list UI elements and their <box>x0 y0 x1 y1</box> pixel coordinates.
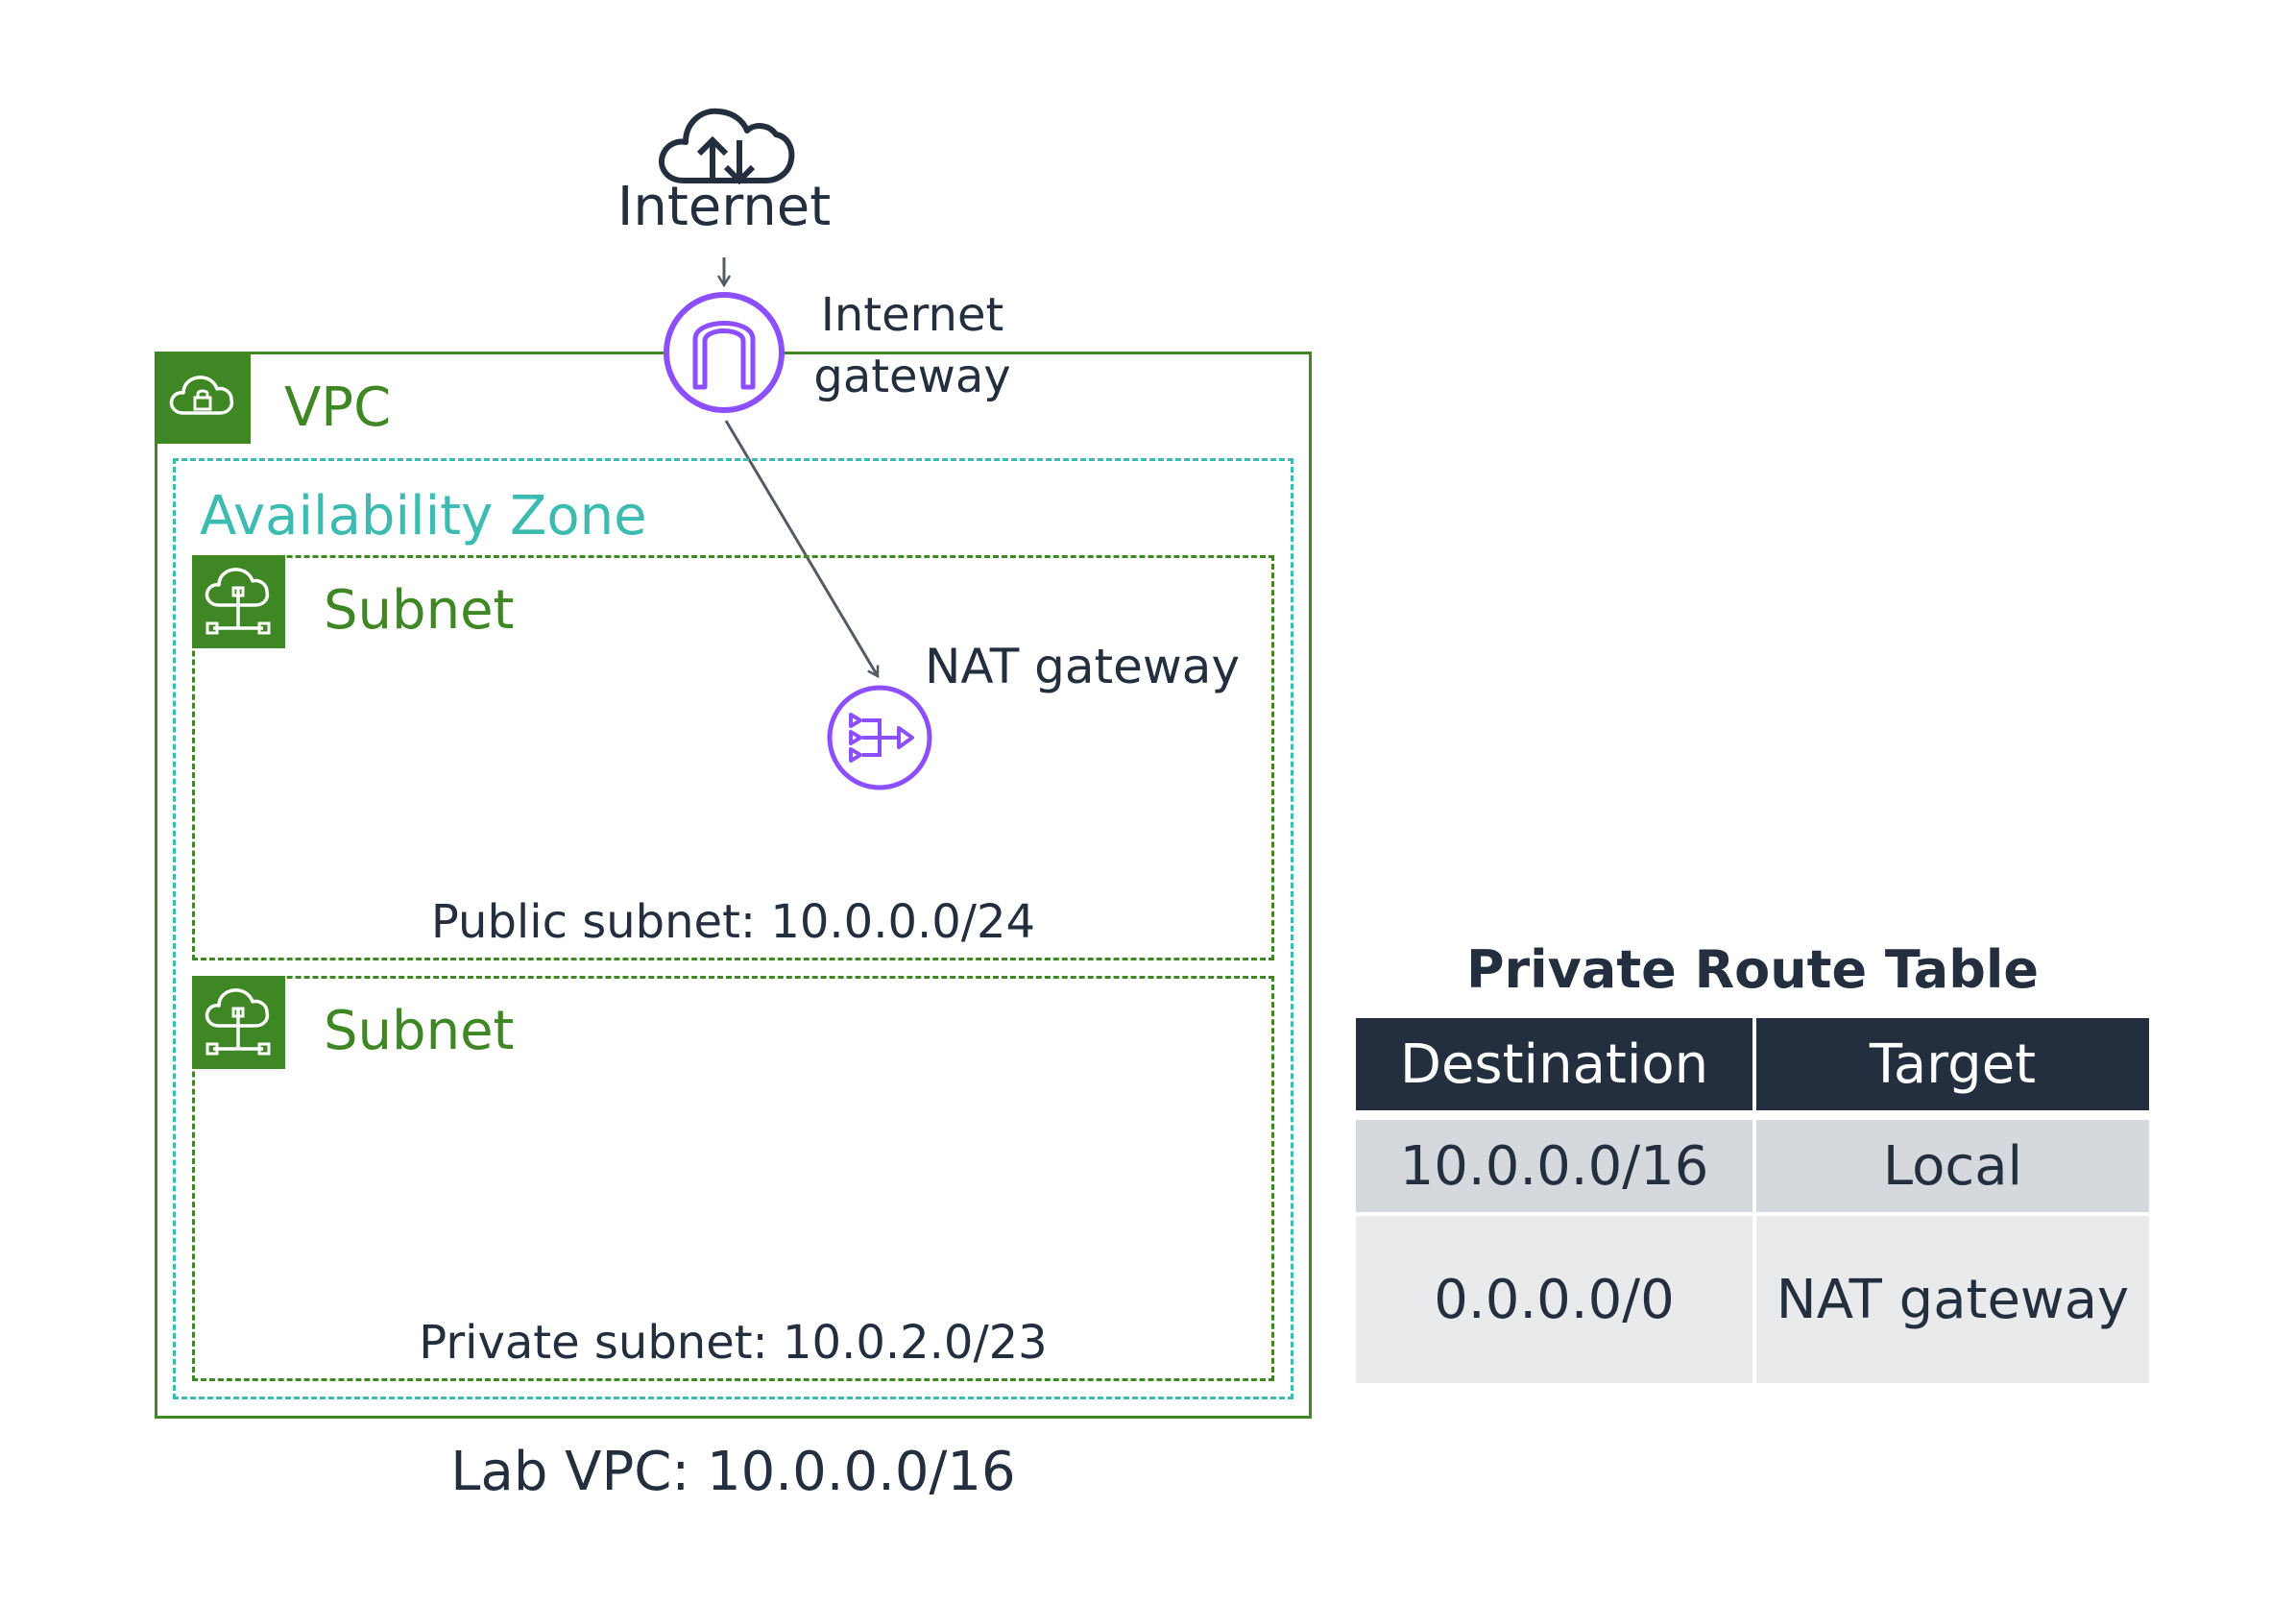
internet-gateway-label-line1: Internet <box>820 288 1004 342</box>
public-subnet-cidr: Public subnet: 10.0.0.0/24 <box>430 895 1036 949</box>
private-subnet-cidr: Private subnet: 10.0.2.0/23 <box>419 1316 1048 1370</box>
vpc-label: VPC <box>284 377 392 439</box>
availability-zone-container <box>173 458 1293 1399</box>
subnet-icon <box>205 568 271 635</box>
cloud-upload-download-icon <box>659 108 795 185</box>
route-target-cell: NAT gateway <box>1756 1212 2149 1383</box>
route-destination-cell: 0.0.0.0/0 <box>1356 1212 1756 1383</box>
nat-gateway-icon <box>827 685 932 790</box>
public-subnet-title: Subnet <box>324 579 515 642</box>
nat-gateway-label: NAT gateway <box>925 639 1241 694</box>
internet-gateway-icon <box>664 292 785 413</box>
internet-label: Internet <box>616 176 832 238</box>
route-table-title: Private Route Table <box>1465 939 2040 1000</box>
private-subnet-title: Subnet <box>324 1000 515 1062</box>
public-subnet-container <box>192 555 1274 960</box>
public-subnet-badge <box>192 555 285 648</box>
internet-gateway-label-line2: gateway <box>813 350 1011 403</box>
vpc-cloud-lock-icon <box>169 376 234 415</box>
lab-vpc-label: Lab VPC: 10.0.0.0/16 <box>450 1441 1016 1503</box>
arrow-igw-to-nat <box>724 420 878 676</box>
private-subnet-container <box>192 976 1274 1381</box>
private-subnet-badge <box>192 976 285 1069</box>
route-destination-cell: 10.0.0.0/16 <box>1356 1110 1756 1212</box>
route-table-header-target: Target <box>1756 1018 2149 1110</box>
internet-gateway-label: Internet gateway <box>797 284 1027 407</box>
route-table: Destination Target 10.0.0.0/16 Local 0.0… <box>1356 1018 2149 1383</box>
availability-zone-label: Availability Zone <box>200 485 647 547</box>
table-row: 10.0.0.0/16 Local <box>1356 1110 2149 1212</box>
table-row: 0.0.0.0/0 NAT gateway <box>1356 1212 2149 1383</box>
route-table-header-row: Destination Target <box>1356 1018 2149 1110</box>
vpc-badge <box>155 352 251 444</box>
subnet-icon <box>205 988 271 1056</box>
route-target-cell: Local <box>1756 1110 2149 1212</box>
route-table-header-destination: Destination <box>1356 1018 1756 1110</box>
